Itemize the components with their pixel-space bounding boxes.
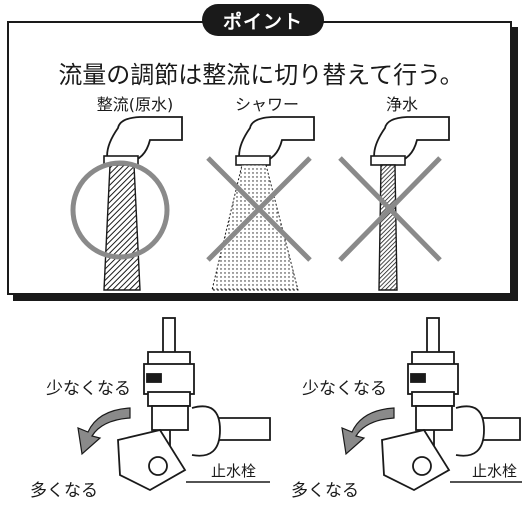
faucet-straight bbox=[103, 116, 183, 166]
instruction-text: 流量の調節は整流に切り替えて行う。 bbox=[58, 61, 464, 89]
valve-left bbox=[117, 317, 271, 492]
label-shower: シャワー bbox=[234, 95, 299, 114]
faucet-shower bbox=[235, 116, 315, 166]
point-badge: ポイント bbox=[202, 4, 324, 36]
water-straight-flow bbox=[103, 164, 141, 291]
valve-label-left: 止水栓 bbox=[211, 462, 257, 480]
faucet-filtered bbox=[370, 116, 450, 166]
cross-mark-shower bbox=[206, 156, 312, 262]
more-label-left: 多くなる bbox=[30, 481, 98, 501]
circle-mark bbox=[70, 160, 170, 260]
less-label-left: 少なくなる bbox=[46, 379, 131, 399]
less-label-right: 少なくなる bbox=[302, 379, 387, 399]
label-straight-flow: 整流(原水) bbox=[96, 95, 174, 114]
cross-mark-filtered bbox=[338, 156, 442, 262]
more-label-right: 多くなる bbox=[291, 481, 359, 501]
valve-right bbox=[381, 317, 521, 492]
label-filtered: 浄水 bbox=[385, 95, 418, 114]
rotate-arrow-right bbox=[341, 407, 395, 456]
water-filtered bbox=[378, 164, 398, 291]
valve-label-right: 止水栓 bbox=[472, 462, 518, 480]
rotate-arrow-left bbox=[77, 407, 131, 456]
